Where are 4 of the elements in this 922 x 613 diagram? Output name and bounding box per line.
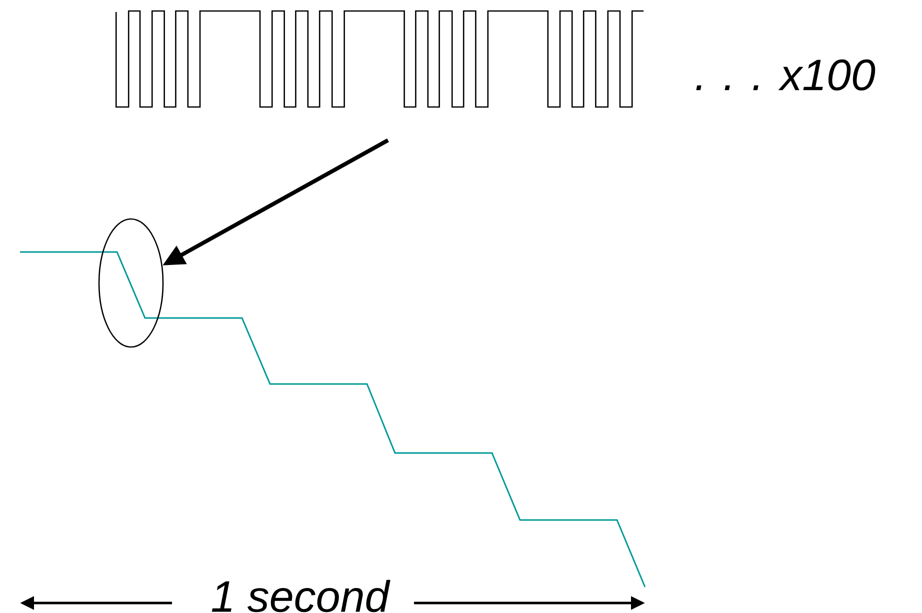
highlight-ellipse [98,218,164,348]
annotation-text: . . . x100 [696,59,876,91]
annotation-text: 1 second [212,580,390,612]
pulse-train [115,10,644,108]
